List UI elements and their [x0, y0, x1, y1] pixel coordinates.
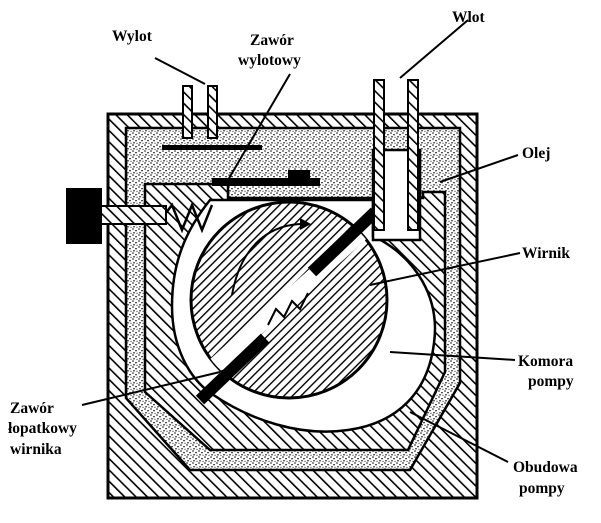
label-zawor-wylotowy-1: Zawór — [250, 32, 294, 49]
rotor-vane-upper — [307, 207, 380, 277]
outlet-tube-right — [207, 85, 218, 139]
inlet-tube-right — [407, 79, 419, 231]
inlet-tube-left — [373, 79, 385, 231]
label-zawor-wylotowy-2: wylotowy — [238, 52, 301, 69]
rotor-vane — [195, 333, 270, 405]
outlet-tube-left — [182, 85, 193, 139]
exhaust-valve-block — [288, 170, 310, 186]
outlet-plate — [162, 145, 262, 150]
label-komora-1: Komora — [518, 353, 573, 370]
vane-spring — [161, 201, 214, 234]
leader-lines — [81, 19, 521, 463]
label-wlot: Wlot — [452, 9, 486, 26]
label-wirnik: Wirnik — [522, 245, 570, 262]
label-obudowa-1: Obudowa — [513, 459, 578, 476]
label-wylot: Wylot — [112, 28, 153, 45]
exhaust-valve-plate — [212, 178, 320, 186]
rotation-arrowhead — [300, 218, 311, 230]
label-zawor-lopatkowy-2: łopatkowy — [8, 420, 77, 437]
label-zawor-lopatkowy-1: Zawór — [10, 400, 54, 417]
label-zawor-lopatkowy-3: wirnika — [10, 441, 62, 458]
rotation-arrow — [231, 223, 301, 296]
label-obudowa-2: pompy — [519, 480, 565, 497]
side-actuator — [66, 188, 102, 244]
label-komora-2: pompy — [528, 373, 574, 390]
label-olej: Olej — [522, 145, 550, 162]
